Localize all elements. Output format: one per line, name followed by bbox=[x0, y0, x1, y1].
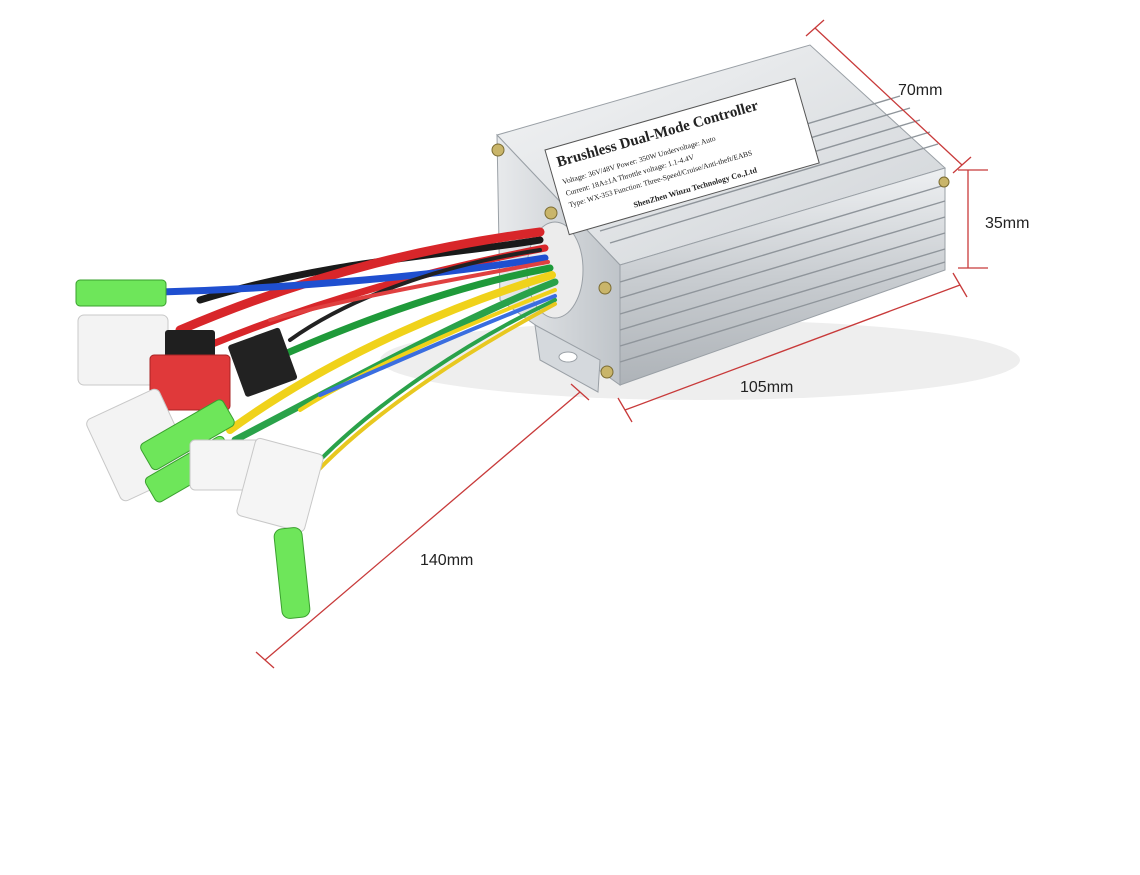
wire-green bbox=[231, 278, 559, 444]
wire-yellow bbox=[226, 271, 556, 434]
connector-black bbox=[228, 327, 298, 397]
dimension-label-height: 35mm bbox=[985, 215, 1029, 232]
connectors bbox=[75, 279, 324, 619]
dimension-line-cable bbox=[264, 391, 581, 661]
controller-housing: Brushless Dual-Mode Controller Voltage: … bbox=[491, 44, 950, 393]
screws bbox=[491, 143, 950, 379]
wire-green bbox=[318, 298, 557, 462]
screw-icon bbox=[598, 281, 612, 295]
screw-icon bbox=[938, 176, 950, 188]
screw-icon bbox=[491, 143, 505, 157]
wire-black bbox=[288, 248, 542, 342]
dimension-label-width: 70mm bbox=[898, 82, 942, 99]
connector-red bbox=[149, 354, 231, 411]
dimension-line-length bbox=[624, 284, 961, 411]
dimension-line-width bbox=[814, 27, 963, 166]
dimension-lines bbox=[255, 19, 988, 669]
dimension-label-length: 105mm bbox=[740, 379, 793, 396]
dimension-label-cable: 140mm bbox=[420, 552, 473, 569]
wire-blue bbox=[318, 294, 557, 397]
wire-red bbox=[175, 227, 545, 335]
wire-yellow bbox=[298, 302, 557, 492]
connector-white bbox=[236, 437, 324, 533]
wire-red bbox=[268, 260, 550, 322]
connector-green-tip bbox=[75, 279, 167, 307]
housing-side-face bbox=[619, 167, 946, 386]
connector-green-tip bbox=[273, 527, 311, 619]
mounting-slot bbox=[558, 351, 578, 363]
label-sticker bbox=[544, 77, 820, 236]
screw-icon bbox=[600, 365, 614, 379]
wire-green bbox=[256, 264, 554, 369]
wire-blue bbox=[156, 254, 549, 296]
screw-icon bbox=[544, 206, 558, 220]
wire-bundle bbox=[156, 227, 559, 542]
